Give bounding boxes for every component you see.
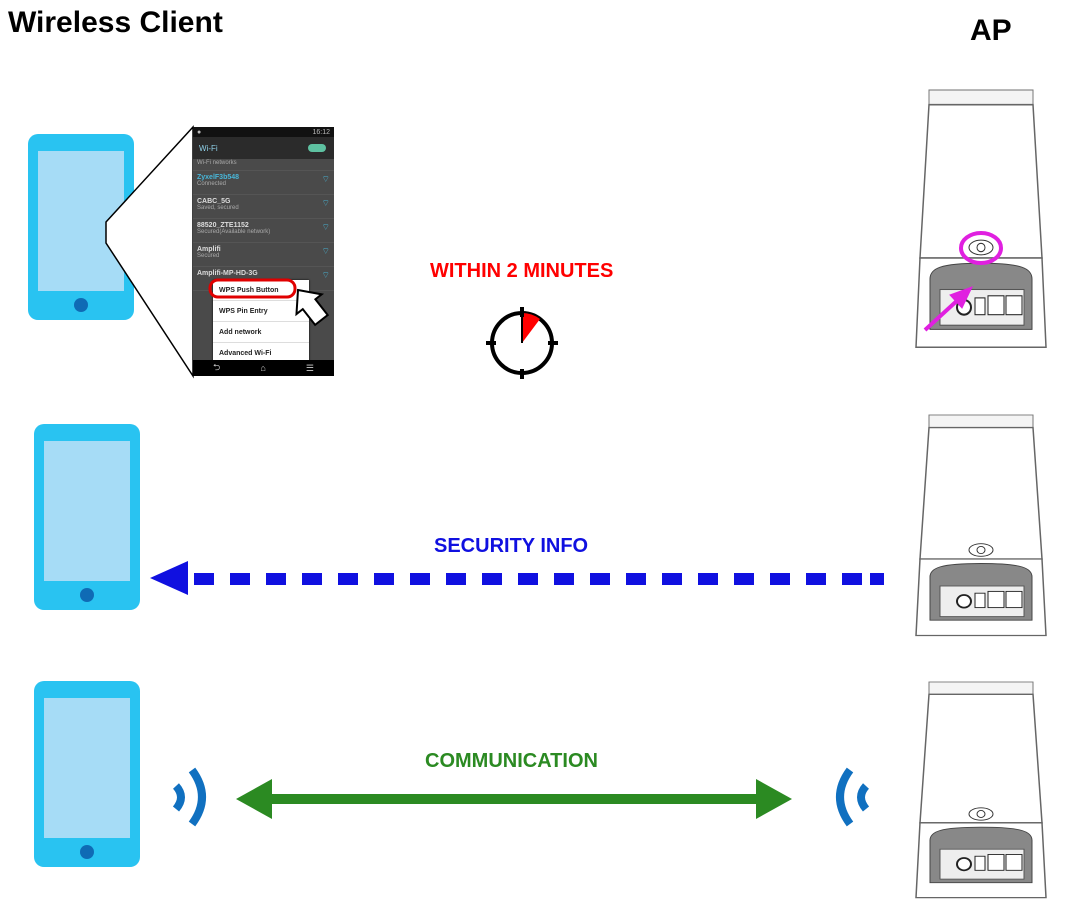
within-2-minutes-label: WITHIN 2 MINUTES	[430, 260, 614, 282]
wireless-client-title: Wireless Client	[8, 6, 223, 39]
ap-title: AP	[970, 14, 1012, 47]
security-info-label: SECURITY INFO	[434, 535, 589, 557]
wifi-signal-icon	[836, 767, 870, 827]
smartphone-icon	[34, 681, 140, 867]
wifi-signal-icon	[172, 767, 206, 827]
smartphone-icon	[34, 424, 140, 610]
menu-item-wps-pin-entry[interactable]: WPS Pin Entry	[213, 301, 309, 322]
timer-icon	[486, 307, 558, 379]
android-nav-bar: ⮌⌂☰	[193, 360, 334, 376]
communication-label: COMMUNICATION	[425, 750, 598, 772]
menu-item-wps-push-button[interactable]: WPS Push Button	[213, 280, 309, 301]
menu-item-add-network[interactable]: Add network	[213, 322, 309, 343]
wps-button-highlight	[208, 278, 297, 299]
pointer-arrow-icon	[295, 288, 330, 327]
wps-button-circle-highlight	[959, 231, 1003, 265]
wps-pointer-arrow	[923, 286, 973, 332]
